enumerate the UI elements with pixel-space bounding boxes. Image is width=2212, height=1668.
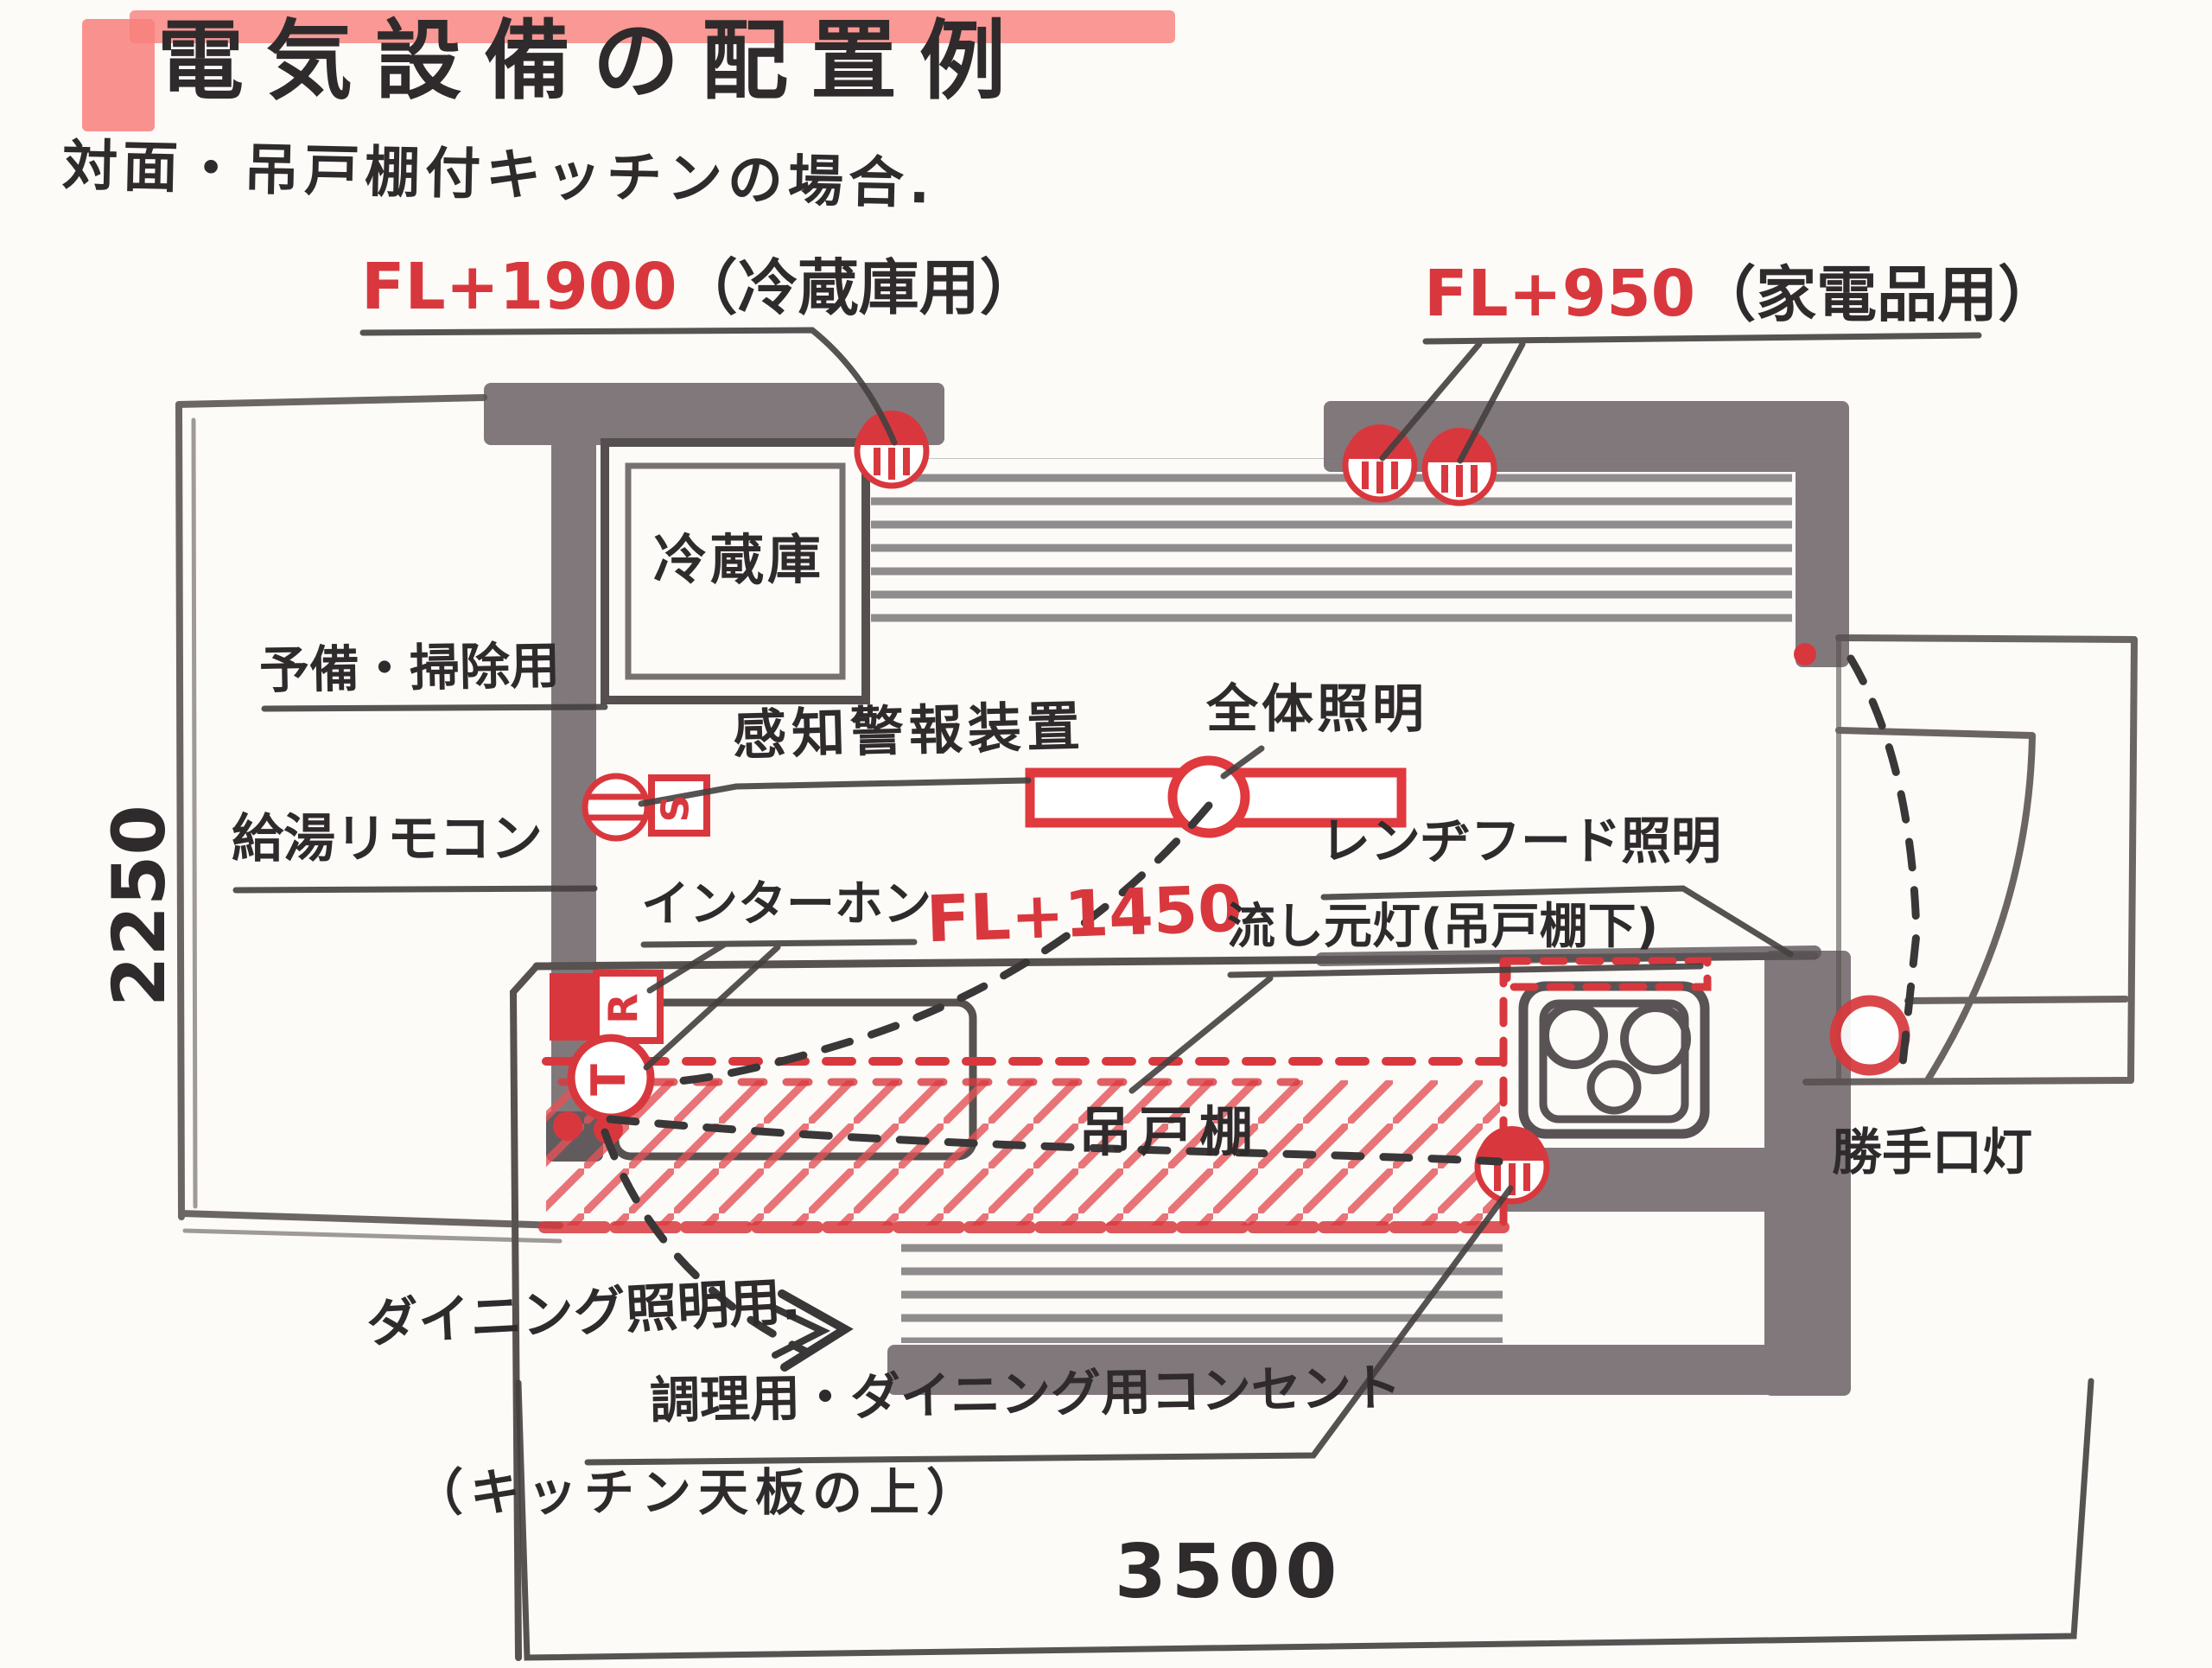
wiring-dot-right <box>1794 643 1816 665</box>
front-counter-stripes <box>901 1231 1503 1343</box>
dining-room-outline <box>175 394 563 1244</box>
water-heater-remote-symbol <box>550 970 664 1044</box>
fl-appliance-value: FL+950 <box>1424 257 1696 331</box>
wiring-dashed-lines <box>601 654 1921 1357</box>
remote-letter: R <box>600 993 647 1024</box>
title-highlight-bar <box>130 10 1175 43</box>
hanging-cabinet-borders <box>538 957 1712 1238</box>
main-light-symbol <box>1025 755 1407 838</box>
label-countertop-note: （キッチン天板の上） <box>413 1463 984 1522</box>
leader-lines <box>232 327 2094 1661</box>
label-alarm: 感知警報装置 <box>732 694 1086 767</box>
refrigerator-box <box>601 438 870 704</box>
wiring-light-to-switch <box>665 801 1213 1086</box>
outlet-refrigerator <box>857 411 926 486</box>
dimension-vertical: 2250 <box>97 805 181 1007</box>
door-swing-arc <box>1925 733 2036 1082</box>
wall-right-lower <box>1764 951 1851 1396</box>
range-hood-light-symbol <box>1503 957 1712 991</box>
label-refrigerator: 冷蔵庫 <box>653 528 825 591</box>
wiring-to-back-door-light <box>1847 654 1921 1085</box>
fl-refrigerator-value: FL+1900 <box>361 250 677 324</box>
fl-appliance-note: （家電品用） <box>1695 259 2059 330</box>
back-entry-annex <box>1802 634 2138 1085</box>
burner-right <box>1620 1003 1691 1074</box>
wiring-to-dining <box>601 1128 812 1357</box>
label-back-door-light: 勝手口灯 <box>1832 1123 2033 1181</box>
wiring-to-counter-outlet <box>606 1115 1503 1166</box>
fl-refrigerator-note: （冷蔵庫用） <box>677 252 1040 323</box>
dimension-horizontal: 3500 <box>1115 1529 1343 1615</box>
outlet-appliance-2 <box>1425 428 1494 503</box>
label-water-heater-remote: 給湯リモコン <box>232 809 543 869</box>
wall-top-left <box>484 383 944 445</box>
label-fl-counter: FL+1450 <box>925 871 1244 958</box>
counter-front-band <box>887 1345 1819 1395</box>
label-fl-appliance: FL+950（家電品用） <box>1424 257 2059 331</box>
label-spare-cleaning: 予備・掃除用 <box>258 635 561 701</box>
burner-left <box>1541 1002 1608 1069</box>
wall-right-upper <box>1796 449 1849 667</box>
dining-arrow-icon <box>768 1289 854 1372</box>
label-cooking-outlet: 調理用・ダイニング用コンセント <box>649 1358 1402 1430</box>
label-fl-refrigerator: FL+1900（冷蔵庫用） <box>361 250 1040 324</box>
page-title: 電気設備の配置例 <box>157 10 1028 111</box>
back-door-light-symbol <box>1829 995 1910 1076</box>
dimension-3500-bracket <box>515 1378 2094 1661</box>
label-sink-light: 流し元灯(吊戸棚下) <box>1227 899 1659 955</box>
counter-band-under-cooktop <box>1502 1148 1771 1212</box>
label-main-light: 全体照明 <box>1206 679 1427 740</box>
label-hanging-cabinet: 吊戸棚 <box>1078 1100 1261 1163</box>
back-counter-stripes <box>871 458 1792 631</box>
intercom-letter: T <box>581 1064 636 1096</box>
label-range-hood-light: レンヂフード照明 <box>1320 812 1722 870</box>
wiring-dot-1 <box>553 1111 582 1141</box>
label-intercom: インターホン <box>641 876 931 933</box>
switch-letter: S <box>653 794 698 823</box>
cooktop <box>1518 981 1710 1139</box>
burner-small <box>1586 1060 1642 1115</box>
title-highlight-block <box>82 19 155 131</box>
spare-outlet-switch-symbol <box>582 773 710 842</box>
